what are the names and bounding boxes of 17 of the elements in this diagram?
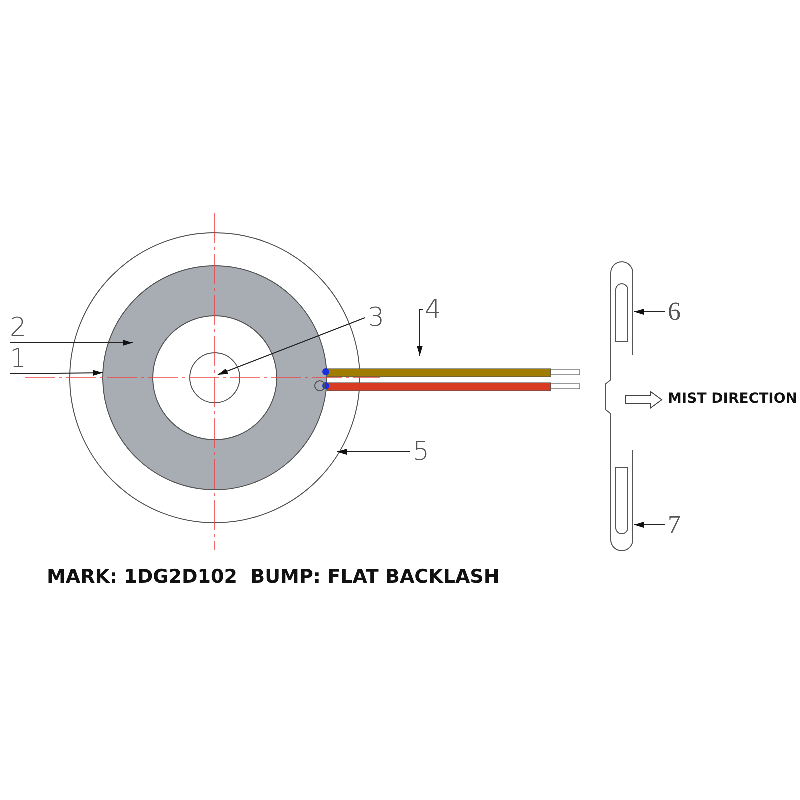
side-profile-drawing [605, 261, 634, 552]
callout-number: 1 [10, 347, 27, 371]
leader-line [336, 449, 410, 455]
leader-line [417, 310, 424, 356]
leader-line [10, 340, 134, 346]
leader-line [634, 522, 666, 528]
leader-line [634, 309, 666, 315]
callout-number: 2 [10, 316, 27, 340]
callout-number: 5 [413, 440, 430, 464]
leader-line [218, 318, 366, 376]
callout-number: 7 [668, 513, 681, 537]
callout-number: 3 [368, 306, 385, 330]
marking-note: MARK: 1DG2D102 BUMP: FLAT BACKLASH [47, 566, 500, 588]
direction-label: MIST DIRECTION [668, 391, 798, 407]
leader-line [10, 370, 104, 376]
callout-number: 4 [425, 298, 442, 322]
callout-number: 6 [668, 300, 681, 324]
